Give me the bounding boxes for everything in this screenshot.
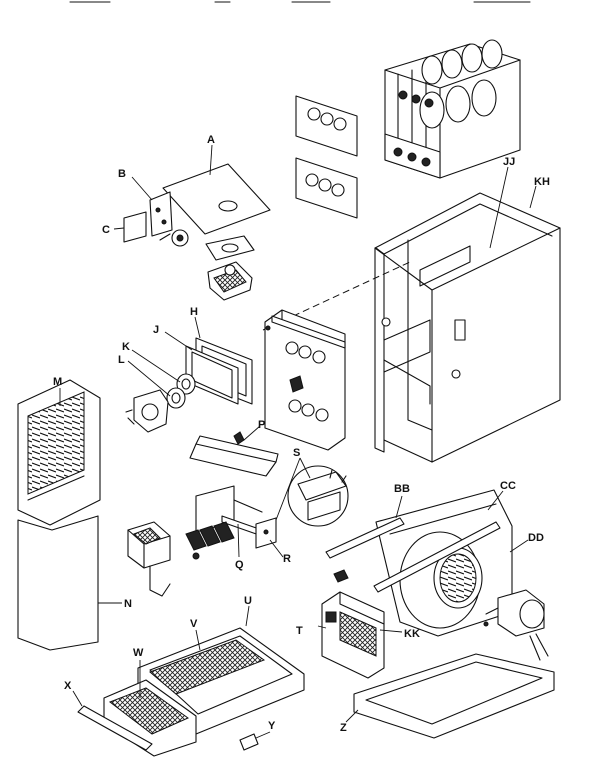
label-R: R [283, 553, 291, 565]
filter-strip [77, 705, 153, 751]
label-K: K [122, 341, 130, 353]
manifold-ring [166, 387, 186, 409]
inducer-blower [125, 389, 169, 433]
manifold-bracket [189, 431, 279, 477]
gasket-plate-lower [295, 157, 358, 219]
control-box [321, 591, 385, 679]
label-B: B [118, 168, 126, 180]
label-H: H [190, 306, 198, 318]
top-plate [162, 163, 271, 235]
motor-clip [333, 569, 349, 583]
igniter [159, 229, 189, 247]
blower-deck [353, 653, 555, 739]
callout-labels: A B C H J K L M N P Q R S T U V W X Y Z … [53, 134, 550, 734]
label-C: C [102, 224, 110, 236]
limit-switch-detail [287, 465, 349, 527]
label-N: N [124, 598, 132, 610]
burner-set [185, 521, 235, 560]
gasket-plate-upper [295, 95, 358, 157]
orifice-ring [176, 373, 196, 395]
label-BB: BB [394, 483, 410, 495]
furnace-cabinet [374, 192, 561, 463]
label-Y: Y [268, 720, 276, 732]
inducer-motor [207, 261, 253, 301]
label-Q: Q [235, 559, 244, 571]
label-J: J [153, 324, 159, 336]
cover-plate [123, 211, 147, 243]
leader-lines [59, 144, 537, 739]
upper-access-door [17, 379, 101, 526]
heat-exchanger [384, 39, 521, 179]
label-S: S [293, 447, 300, 459]
label-P: P [258, 419, 265, 431]
label-V: V [190, 618, 198, 630]
blower-assembly [375, 489, 513, 637]
label-KH: KH [534, 176, 550, 188]
housing-gasket [185, 345, 239, 405]
label-A: A [207, 134, 215, 146]
flame-sensor-bracket [255, 517, 277, 549]
label-L: L [118, 354, 125, 366]
label-U: U [244, 595, 252, 607]
small-bracket [239, 733, 259, 751]
gas-valve [127, 521, 171, 597]
burner-rail [271, 315, 346, 349]
label-X: X [64, 680, 72, 692]
label-KK: KK [404, 628, 420, 640]
burner-manifold [195, 485, 263, 537]
label-T: T [296, 625, 303, 637]
label-JJ: JJ [503, 156, 515, 168]
label-Z: Z [340, 722, 347, 734]
filter-rack [149, 639, 266, 695]
label-M: M [53, 376, 62, 388]
label-DD: DD [528, 532, 544, 544]
lower-access-door [17, 515, 99, 651]
blower-rail [325, 517, 501, 593]
label-W: W [133, 647, 144, 659]
inducer-gasket [205, 235, 255, 261]
igniter-bracket [149, 191, 173, 237]
label-CC: CC [500, 480, 516, 492]
blower-motor [483, 589, 549, 661]
